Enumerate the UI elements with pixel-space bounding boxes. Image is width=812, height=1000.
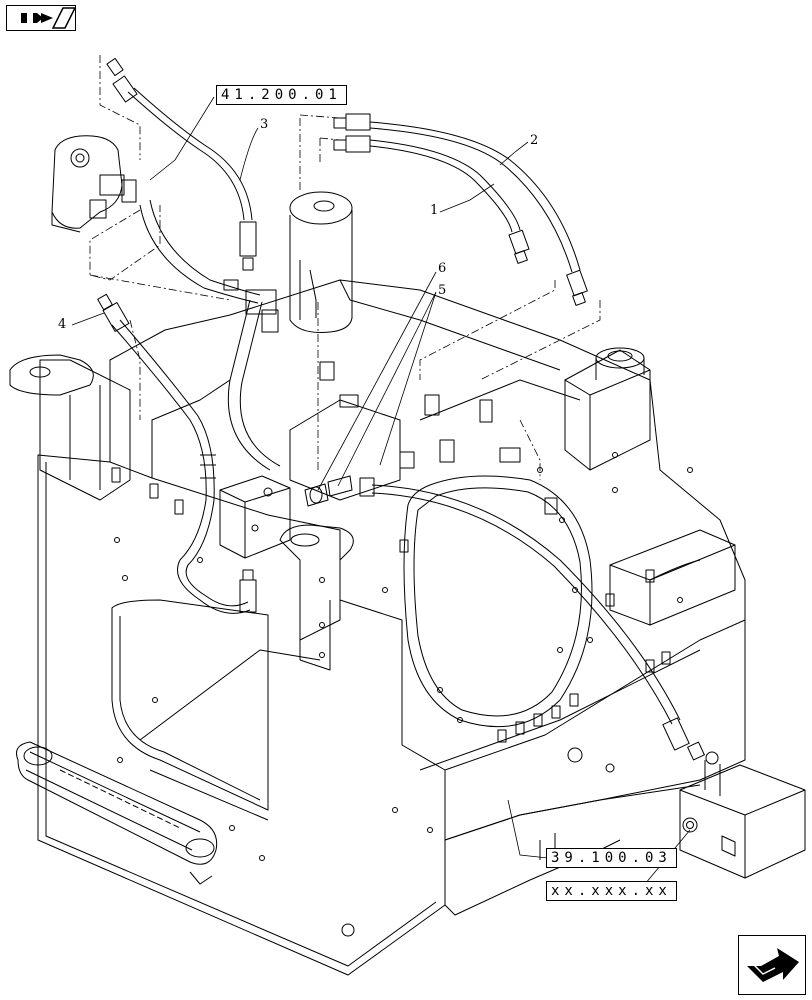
book-arrow-icon (21, 7, 75, 29)
callout-3: 3 (260, 117, 269, 132)
frame-left-plate (37, 454, 446, 976)
callout-6: 6 (438, 261, 447, 276)
hose-3 (127, 91, 245, 221)
leader-2 (499, 141, 529, 166)
hose-2 (369, 121, 581, 271)
reference-box-bottom[interactable]: 39.100.03 (546, 848, 677, 868)
leader-6 (317, 271, 437, 491)
valve-block (679, 764, 806, 879)
hose-4 (111, 324, 251, 614)
leader-5 (337, 291, 437, 487)
reference-box-plain[interactable]: xx.xxx.xx (546, 881, 677, 901)
hydraulic-cylinder (289, 210, 353, 333)
callout-4: 4 (58, 317, 67, 332)
reference-box-top[interactable]: 41.200.01 (216, 85, 347, 105)
next-page-button[interactable] (738, 935, 806, 995)
leader-ref-bottom (507, 799, 549, 859)
callout-5: 5 (438, 283, 447, 298)
lift-arm (16, 741, 218, 865)
frame-right-plate (444, 619, 746, 841)
leader-4 (71, 312, 105, 326)
callout-2: 2 (530, 133, 539, 148)
callout-1: 1 (430, 203, 439, 218)
next-page-arrow-icon (747, 948, 799, 982)
leader-3 (239, 127, 259, 181)
hose-long (371, 484, 681, 721)
hose-1 (369, 139, 521, 231)
leader-ref-top (149, 96, 215, 181)
steering-valve (51, 135, 123, 229)
top-left-nav-button[interactable] (6, 5, 76, 31)
leader-1 (439, 183, 495, 213)
